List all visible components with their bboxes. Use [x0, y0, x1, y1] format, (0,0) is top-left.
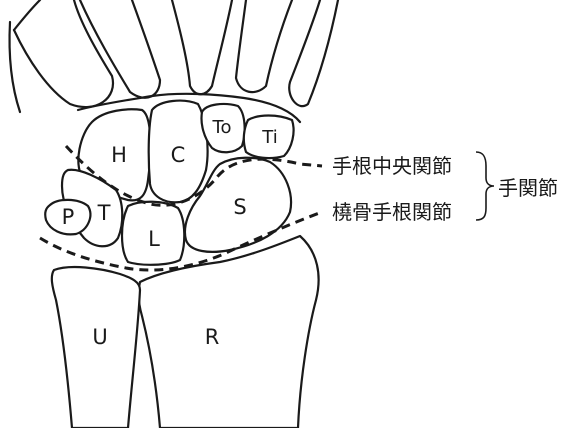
metacarpal-2	[236, 0, 292, 92]
label-radius: R	[205, 325, 220, 349]
label-hamate: H	[111, 143, 127, 167]
metacarpals	[9, 0, 338, 112]
metacarpal-5	[14, 0, 113, 107]
joint-brace	[476, 152, 494, 220]
label-capitate: C	[171, 143, 186, 167]
hand-outline-left	[9, 22, 20, 112]
label-lunate: L	[148, 227, 160, 251]
radiocarpal-joint-label: 橈骨手根関節	[332, 202, 452, 222]
label-pisiform: P	[62, 205, 75, 229]
label-trapezoid: To	[212, 117, 232, 138]
label-ulna: U	[92, 325, 107, 349]
metacarpal-1	[289, 0, 338, 106]
metacarpal-4	[80, 0, 160, 98]
midcarpal-joint-label: 手根中央関節	[332, 156, 452, 176]
metacarpal-3	[172, 0, 232, 94]
metacarpal-5-outline	[14, 0, 40, 30]
wrist-joint-label: 手関節	[498, 178, 558, 198]
label-scaphoid: S	[233, 195, 246, 219]
label-triquetrum: T	[97, 201, 111, 225]
label-trapezium: Ti	[261, 127, 277, 148]
